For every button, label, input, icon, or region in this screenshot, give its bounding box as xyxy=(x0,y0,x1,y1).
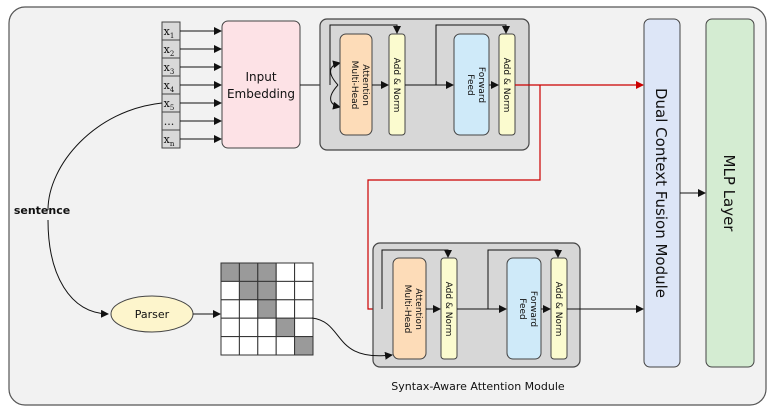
matrix-cell-empty xyxy=(275,336,296,356)
bottom-feed-forward-label-2: Forward xyxy=(528,291,538,327)
token-label: x5 xyxy=(164,97,175,112)
top-encoder-module: Multi-Head Attention Add & Norm Feed For… xyxy=(319,18,530,151)
matrix-cell-filled xyxy=(238,262,259,282)
matrix-cell-empty xyxy=(220,299,240,319)
matrix-cell-filled xyxy=(257,280,277,301)
matrix-cell-empty xyxy=(294,299,314,319)
token-label: x3 xyxy=(164,61,175,76)
top-attention-label-1: Multi-Head xyxy=(349,61,359,110)
matrix-cell-empty xyxy=(220,336,240,356)
bottom-attention-label-1: Multi-Head xyxy=(402,285,412,334)
sentence-label: sentence xyxy=(14,204,70,217)
matrix-cell-empty xyxy=(257,336,277,356)
matrix-cell-empty xyxy=(238,317,259,338)
matrix-cell-filled xyxy=(257,299,277,319)
top-feed-forward-label-2: Forward xyxy=(476,67,486,103)
input-embedding-label-1: Input xyxy=(245,70,276,84)
matrix-cell-empty xyxy=(275,299,296,319)
token-label: xn xyxy=(164,133,175,148)
top-add-norm-1-label: Add & Norm xyxy=(391,58,401,113)
token-arrows xyxy=(180,27,222,143)
token-label: x4 xyxy=(164,79,175,94)
matrix-cell-empty xyxy=(294,280,314,301)
matrix-cell-filled xyxy=(257,262,277,282)
top-feed-forward-label-1: Feed xyxy=(465,74,475,95)
matrix-cell-filled xyxy=(220,262,240,282)
fusion-block: Dual Context Fusion Module xyxy=(643,18,681,368)
module-caption: Syntax-Aware Attention Module xyxy=(391,380,565,393)
sentence-curve-bottom xyxy=(47,219,109,318)
matrix-cell-filled xyxy=(294,336,314,356)
matrix-cell-empty xyxy=(220,280,240,301)
matrix-cell-filled xyxy=(275,317,296,338)
matrix-cell-empty xyxy=(294,262,314,282)
matrix-cell-empty xyxy=(238,299,259,319)
top-attention-label-2: Attention xyxy=(360,64,370,106)
matrix-cell-empty xyxy=(275,262,296,282)
dependency-matrix xyxy=(220,262,314,356)
fusion-label: Dual Context Fusion Module xyxy=(652,88,670,298)
matrix-cell-empty xyxy=(220,317,240,338)
token-label: x2 xyxy=(164,43,175,58)
input-embedding-label-2: Embedding xyxy=(227,87,295,101)
parser-block: Parser xyxy=(110,295,194,333)
matrix-cell-empty xyxy=(294,317,314,338)
bottom-attention-label-2: Attention xyxy=(413,288,423,330)
bottom-add-norm-1-label: Add & Norm xyxy=(443,282,453,337)
matrix-to-encoder-curve xyxy=(311,317,393,360)
bottom-feed-forward-label-1: Feed xyxy=(517,298,527,319)
matrix-cell-filled xyxy=(238,280,259,301)
bottom-add-norm-2-label: Add & Norm xyxy=(553,282,563,337)
bottom-encoder-module: Multi-Head Attention Add & Norm Feed For… xyxy=(372,242,581,368)
token-label: x1 xyxy=(164,25,175,40)
token-label: ... xyxy=(164,115,175,128)
parser-label: Parser xyxy=(135,308,170,321)
input-embedding-block: Input Embedding xyxy=(221,20,301,149)
sentence-curve-top xyxy=(47,102,163,211)
mlp-label: MLP Layer xyxy=(720,155,738,233)
top-add-norm-2-label: Add & Norm xyxy=(501,58,511,113)
token-column: x1 x2 x3 x4 x5... xn xyxy=(161,21,181,149)
matrix-cell-empty xyxy=(238,336,259,356)
matrix-cell-empty xyxy=(257,317,277,338)
mlp-block: MLP Layer xyxy=(705,18,755,368)
matrix-cell-empty xyxy=(275,280,296,301)
